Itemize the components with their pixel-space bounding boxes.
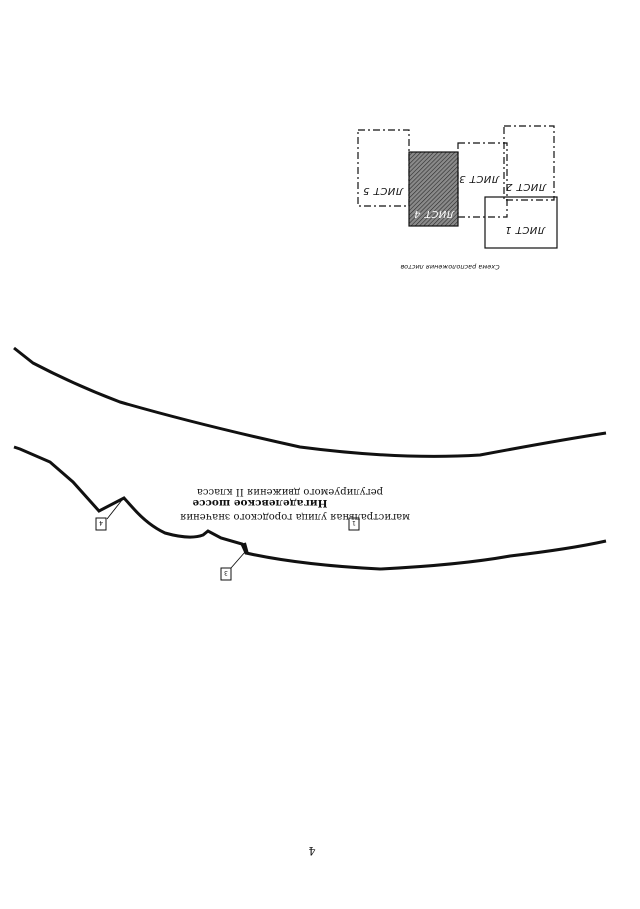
sheet-3-frame: ЛИСТ 3	[457, 142, 508, 218]
marker-3: 3	[220, 551, 246, 581]
scheme-caption: Схема расположения листов	[400, 263, 499, 271]
sheet-5-frame: ЛИСТ 5	[357, 129, 410, 207]
road-name: Нигаделевское шоссе	[192, 497, 327, 509]
sheet-1-label: ЛИСТ 1	[505, 224, 547, 235]
sheet-2-label: ЛИСТ 2	[506, 181, 548, 192]
road-marker-1-number: 1	[352, 519, 356, 526]
road-edge-lower	[13, 445, 607, 571]
sheet-5-label: ЛИСТ 5	[363, 185, 405, 196]
sheet-2-frame: ЛИСТ 2	[503, 125, 555, 201]
road-description-line2: регулируемого движения II класса	[197, 486, 383, 497]
road-description-line1: магистральная улица городского значения	[180, 511, 410, 522]
road-label: 1 Нигаделевское шоссе магистральная улиц…	[180, 486, 410, 531]
marker-4-number: 4	[99, 519, 103, 526]
sheet-3-label: ЛИСТ 3	[459, 173, 501, 184]
sheet-layout-scheme: ЛИСТ 5 ЛИСТ 4 ЛИСТ 3 ЛИСТ 2 ЛИСТ 1 Схема…	[357, 125, 558, 271]
sheet-4-frame-current: ЛИСТ 4	[408, 151, 459, 227]
road-marker-1: 1	[348, 517, 360, 531]
road-edges	[13, 346, 607, 571]
sheet-1-frame: ЛИСТ 1	[484, 196, 558, 249]
road-edge-upper	[13, 346, 607, 458]
page-number: 4	[309, 844, 316, 857]
marker-4: 4	[95, 499, 123, 531]
sheet-4-label: ЛИСТ 4	[414, 208, 456, 219]
marker-3-number: 3	[224, 569, 228, 576]
